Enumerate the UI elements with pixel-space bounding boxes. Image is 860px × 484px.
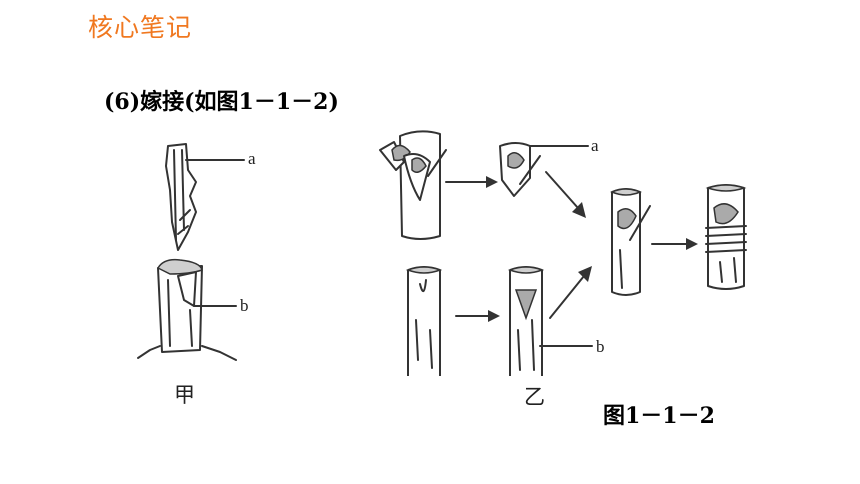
label-a-yi: a — [591, 136, 599, 155]
scion-jia — [165, 143, 245, 251]
graft-bound — [705, 184, 747, 290]
graft-inserted — [610, 188, 651, 296]
stock-jia — [137, 258, 237, 361]
figure-caption: 图1－1－2 — [603, 403, 715, 429]
process-arrows — [445, 171, 698, 322]
label-b-jia: b — [240, 296, 249, 315]
stock-uncut — [405, 266, 443, 376]
label-b-yi: b — [596, 337, 605, 356]
label-yi: 乙 — [524, 385, 545, 409]
grafting-subtitle: (6)嫁接(如图1－1－2) — [104, 89, 339, 115]
label-jia: 甲 — [174, 383, 195, 407]
label-a-jia: a — [248, 149, 256, 168]
source-branch — [379, 130, 447, 240]
section-header: 核心笔记 — [88, 13, 193, 42]
stock-cut — [507, 266, 593, 376]
cut-scion — [499, 142, 589, 197]
